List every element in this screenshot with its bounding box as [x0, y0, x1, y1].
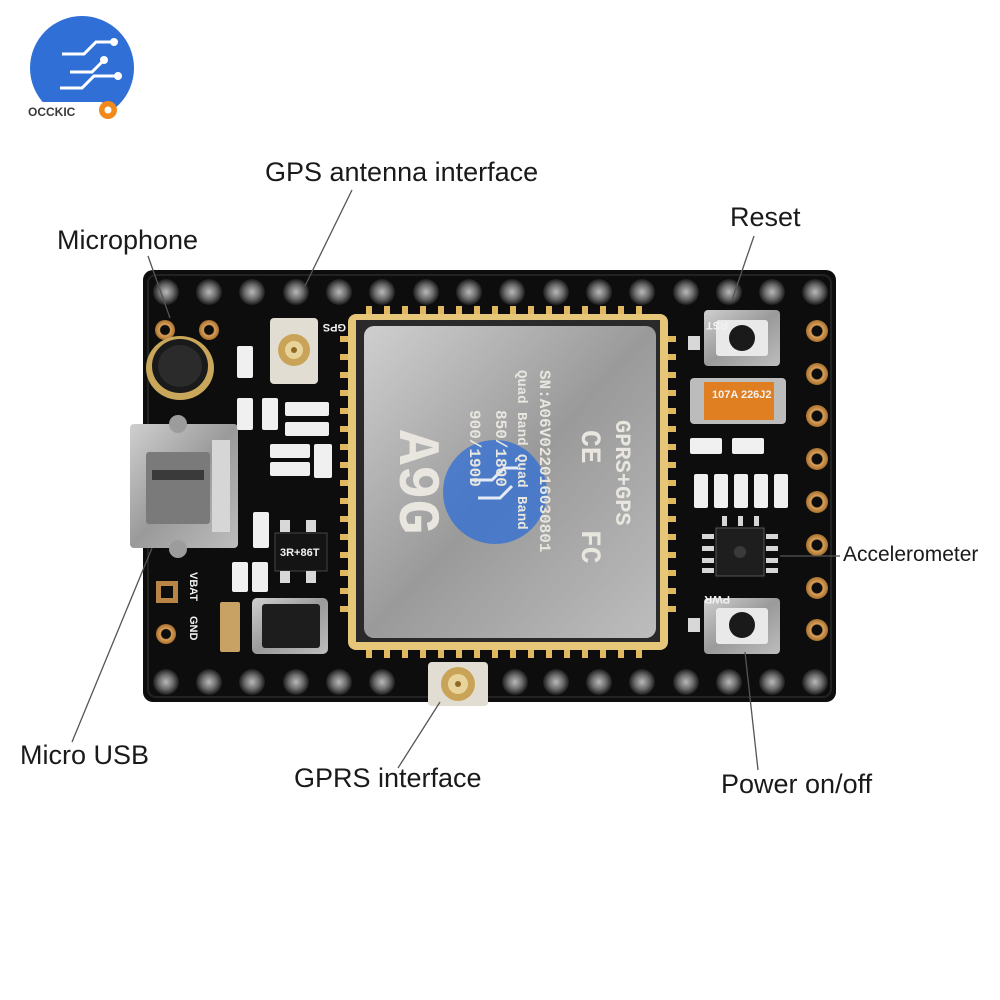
module-pads [340, 306, 676, 658]
silk-pwr: PWR [704, 593, 730, 605]
passive-components-right [690, 438, 788, 508]
silk-gnd: GND [187, 616, 199, 641]
leader-lines [71, 189, 840, 771]
brand-logo: OCCKIC [24, 16, 134, 120]
watermark-logo [443, 440, 547, 544]
right-header-pads [806, 320, 828, 641]
silk-gps: GPS [323, 321, 346, 333]
logo-circuit-icon [60, 40, 118, 90]
label-accelerometer: Accelerometer [843, 543, 979, 566]
label-gprs-interface: GPRS interface [294, 763, 482, 793]
tantalum-capacitor: 107A 226J2 [690, 378, 786, 424]
module-name: A9G [382, 430, 447, 534]
svg-text:3R+86T: 3R+86T [280, 547, 320, 559]
fc-mark-icon: FC [573, 530, 604, 564]
regulator-ic: 3R+86T [274, 520, 328, 583]
leader-gprs [397, 701, 441, 769]
gps-ufl-connector [270, 318, 318, 384]
module-freq-2: 900/1900 [465, 410, 483, 487]
module-band: Quad Band Quad Band [513, 370, 529, 530]
ce-mark-icon: CE [573, 430, 604, 464]
label-power-on-off: Power on/off [721, 769, 873, 799]
silk-vbat: VBAT [187, 572, 199, 601]
bottom-header-pins [153, 669, 828, 695]
a9g-module: SN:A06V02201603080​1 Quad Band Quad Band… [340, 306, 676, 658]
label-microphone: Microphone [57, 225, 199, 255]
accelerometer-ic [702, 516, 778, 577]
leader-gps [304, 189, 353, 287]
module-freq-1: 850/1800 [491, 410, 509, 487]
gprs-ufl-connector [428, 662, 488, 706]
leader-mic [147, 255, 171, 319]
leader-reset [731, 235, 755, 301]
micro-usb-connector [130, 415, 238, 558]
module-serial: SN:A06V02201603080​1 [535, 370, 553, 552]
label-reset: Reset [730, 202, 801, 232]
module-title: GPRS+GPS [609, 420, 634, 526]
top-header-pins [153, 279, 828, 305]
power-button-component [688, 598, 780, 654]
passive-components-left [220, 346, 332, 652]
power-inductor [252, 598, 328, 654]
svg-text:107A 226J2: 107A 226J2 [712, 389, 772, 401]
label-gps-antenna-interface: GPS antenna interface [265, 157, 539, 187]
leader-pwr [744, 651, 759, 771]
label-micro-usb: Micro USB [20, 740, 150, 770]
leader-usb [71, 547, 153, 743]
microphone-component [146, 336, 214, 400]
silk-rst: RST [706, 319, 728, 331]
reset-button-component [688, 310, 780, 366]
logo-text: OCCKIC [28, 105, 76, 119]
